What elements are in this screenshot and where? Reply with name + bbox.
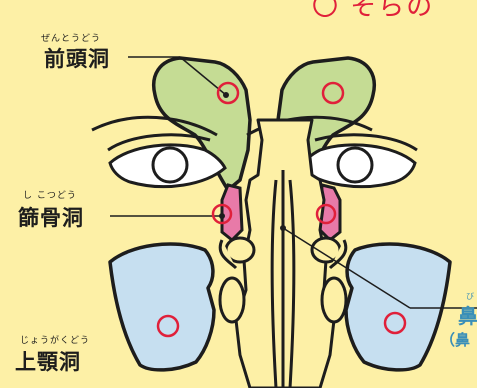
maxillary-label: 上顎洞: [15, 346, 81, 376]
maxillary-sinus-right: [346, 244, 450, 370]
page-heading: 〇 そらの: [312, 0, 434, 23]
leader-dot-ethmoid: [219, 213, 225, 219]
maxillary-ruby: じょうがくどう: [20, 333, 90, 346]
leader-dot-frontal: [223, 92, 229, 98]
maxillary-sinus-left: [110, 244, 214, 370]
nasal-sub-label: （鼻: [440, 329, 470, 350]
ethmoid-label: 篩骨洞: [18, 202, 84, 232]
nasal-label: 鼻: [458, 300, 477, 329]
ethmoid-ruby: し こつどう: [23, 188, 77, 201]
leader-dot-nasal: [280, 225, 286, 231]
frontal-label: 前頭洞: [44, 43, 110, 73]
